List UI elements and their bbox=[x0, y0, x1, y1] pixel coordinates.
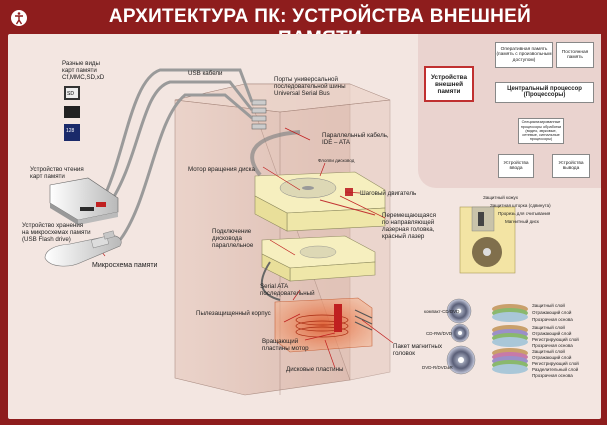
parallel-cable bbox=[250, 130, 301, 177]
floppy-hole-label: Прорезь для считывания bbox=[498, 211, 551, 216]
sata-cable bbox=[260, 261, 281, 301]
usb-cables bbox=[98, 68, 254, 241]
parallel-cable-label: Параллельный кабель,IDE – ATA bbox=[322, 132, 389, 146]
hard-disk bbox=[274, 297, 373, 353]
usb-flash-drive bbox=[44, 230, 122, 267]
disc1-label: компакт-CD/DVD bbox=[424, 309, 460, 314]
disc3-label: DVD-R/DVD±R bbox=[422, 365, 453, 370]
usb-ports bbox=[251, 99, 267, 130]
memory-cards bbox=[64, 86, 80, 141]
cpu-box: Центральный процессор(Процессоры) bbox=[495, 82, 594, 103]
platters-label: Дисковые пластины bbox=[286, 366, 344, 373]
layer2-record: Регистрирующий слой bbox=[532, 337, 579, 342]
accessibility-icon bbox=[11, 10, 27, 26]
layer2-protect: Защитный слой bbox=[532, 325, 565, 330]
dustproof-case-label: Пылезащищенный корпус bbox=[196, 310, 271, 317]
layer1-reflect: Отражающий слой bbox=[532, 310, 572, 315]
floppy-protect-label: Защитный кожух bbox=[483, 195, 519, 200]
layer3-protect: Защитный слой bbox=[532, 349, 565, 354]
layer1-base: Прозрачная основа bbox=[532, 317, 573, 322]
floppy-disk-illustration bbox=[459, 206, 516, 274]
disk-motor-label: Мотор вращения диска bbox=[188, 166, 255, 173]
sd-card-label: SD bbox=[67, 91, 74, 97]
disc2-label: CD-RW/DVD bbox=[426, 331, 453, 336]
layer3-reflect: Отражающий слой bbox=[532, 355, 572, 360]
callout-lines bbox=[94, 127, 394, 369]
optical-discs bbox=[446, 298, 476, 375]
layer1-protect: Защитный слой bbox=[532, 303, 565, 308]
stepper-motor-label: Шаговый двигатель bbox=[360, 190, 417, 197]
floppy-disk-label: Магнитный диск bbox=[505, 219, 539, 224]
floppy-drive bbox=[261, 235, 376, 282]
layer3-separator: Разделительный слой bbox=[532, 367, 579, 372]
layer2-base: Прозрачная основа bbox=[532, 343, 573, 348]
layer3-record: Регистрирующий слой bbox=[532, 361, 579, 366]
card-128-label: 128 bbox=[66, 128, 75, 134]
memory-chip-label: Микросхема памяти bbox=[92, 262, 158, 269]
optical-drive bbox=[254, 171, 386, 232]
floppy-drive-label: Флоппи дисковод bbox=[318, 158, 355, 163]
usb-cables-label: USB кабели bbox=[188, 70, 223, 77]
ram-box: Оперативная память(память с произвольным… bbox=[495, 42, 553, 68]
card-reader bbox=[49, 177, 119, 225]
layer-stacks bbox=[492, 304, 528, 374]
layer3-base: Прозрачная основа bbox=[532, 373, 573, 378]
floppy-shutter-label: Защитная шторка (сдвинута) bbox=[490, 203, 551, 208]
layer2-reflect: Отражающий слой bbox=[532, 331, 572, 336]
